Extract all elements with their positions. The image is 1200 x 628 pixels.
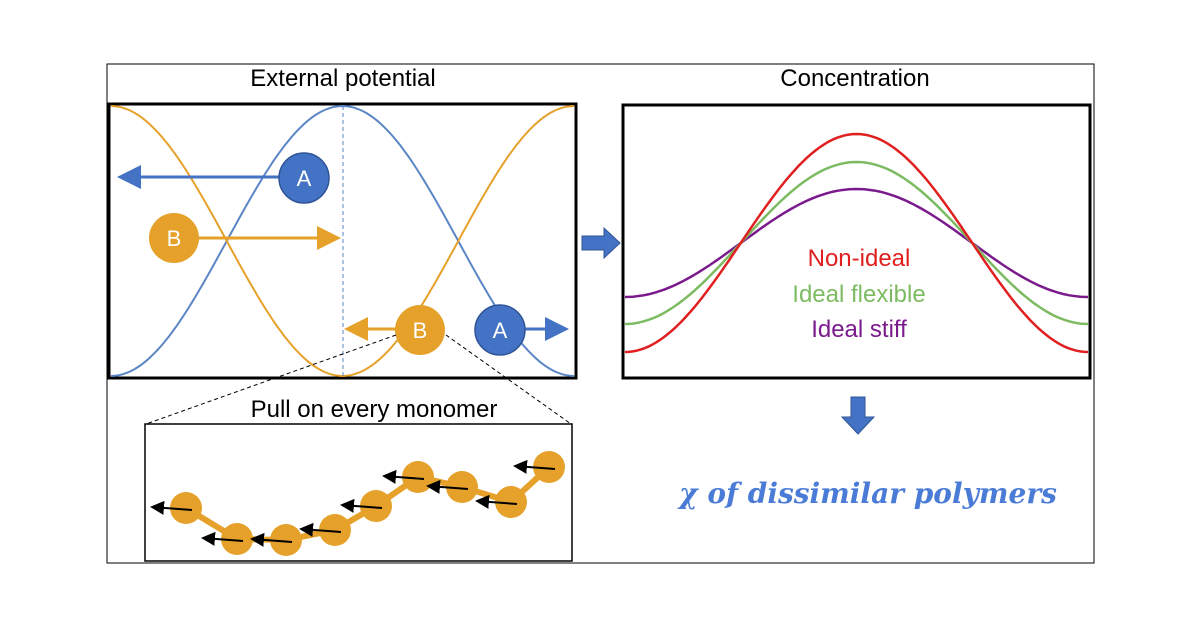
pull-arrow [201,531,244,546]
left-panel-title: External potential [250,65,435,92]
particle-b2-label: B [413,318,428,343]
result-text: χ of dissimilar polymers [677,477,1057,510]
pull-arrow [250,532,293,547]
particle-b2: B [395,305,445,355]
outer-frame [106,63,1095,564]
zoom-line-left [145,334,397,425]
down-flow-arrow [840,396,876,435]
inset-title: Pull on every monomer [251,396,498,423]
monomer [402,461,434,493]
pull-arrow [475,494,518,509]
potential-plot: A B B A [107,102,578,380]
pull-arrow [426,479,469,494]
pull-arrow [340,498,383,513]
right-panel-title: Concentration [780,65,929,92]
pull-arrow [299,522,342,537]
pull-arrow [382,469,425,484]
right-flow-arrow [581,226,621,260]
particle-a1-label: A [297,166,312,191]
monomer-inset [144,423,573,562]
monomer [495,486,527,518]
particle-b1: B [149,213,199,263]
concentration-curve-ideal-flexible [624,160,1089,326]
legend-ideal-stiff: Ideal stiff [811,316,907,343]
pull-arrow [513,459,556,474]
concentration-curve-ideal-stiff [624,187,1089,299]
polymer-chain [150,451,565,556]
pull-arrow [150,500,193,515]
concentration-plot-frame [621,103,1092,380]
monomer [270,524,302,556]
legend-non-ideal: Non-ideal [808,245,911,272]
zoom-line-right [445,334,572,425]
monomer [221,523,253,555]
concentration-plot: Non-ideal Ideal flexible Ideal stiff [621,103,1092,380]
particle-a2-label: A [493,318,508,343]
particle-a2: A [474,304,526,356]
monomer [446,471,478,503]
particle-a1: A [278,152,330,204]
monomer [360,490,392,522]
monomer [319,514,351,546]
monomer [533,451,565,483]
particle-b1-label: B [167,226,182,251]
monomer [170,492,202,524]
legend-ideal-flexible: Ideal flexible [792,281,925,308]
concentration-curve-non-ideal [624,132,1089,354]
